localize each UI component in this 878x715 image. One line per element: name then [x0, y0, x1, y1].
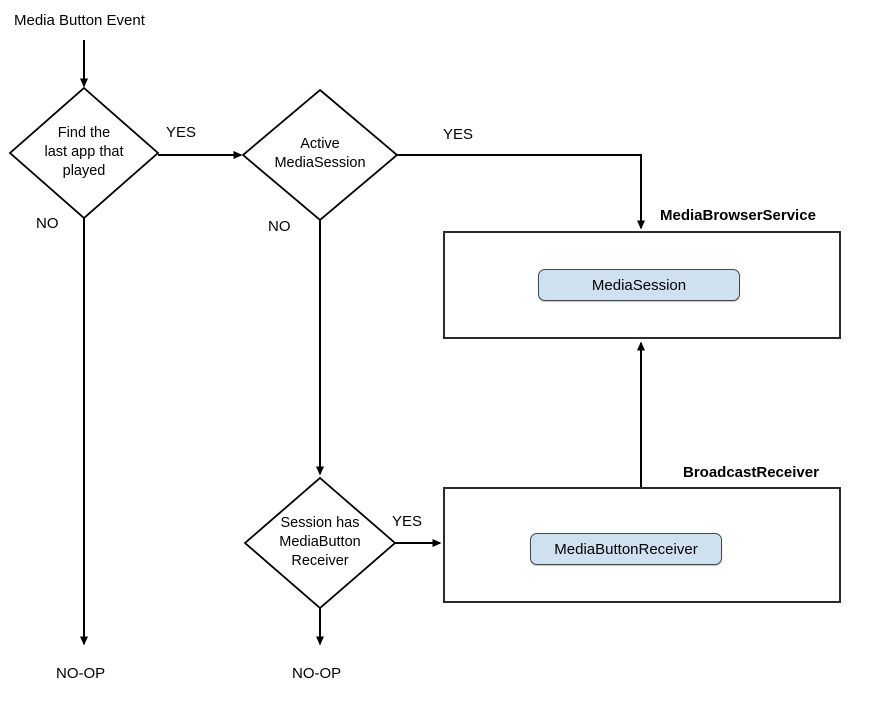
mediasession-pill[interactable]: MediaSession: [538, 269, 740, 301]
edge-label-yes-1: YES: [166, 124, 197, 141]
decision1-label: Find the last app that played: [10, 124, 158, 181]
decision1-line1: Find the: [57, 125, 111, 141]
start-label: Media Button Event: [14, 12, 145, 29]
terminal-noop-mid: NO-OP: [292, 665, 342, 682]
decision3-line3: Receiver: [291, 553, 349, 569]
decision2-line1: Active: [300, 136, 340, 152]
decision1-line3: played: [62, 163, 106, 179]
edge-decision2-yes: [397, 154, 645, 230]
edge-label-yes-2: YES: [443, 126, 474, 143]
service-box-title: MediaBrowserService: [660, 207, 816, 224]
edge-label-yes-3: YES: [392, 513, 423, 530]
decision1-line2: last app that: [44, 144, 124, 160]
edge-label-no-2: NO: [268, 218, 291, 235]
terminal-noop-left: NO-OP: [56, 665, 106, 682]
decision2-label: Active MediaSession: [243, 135, 397, 173]
decision3-line2: MediaButton: [279, 534, 361, 550]
edge-label-no-1: NO: [36, 215, 59, 232]
receiver-box-title: BroadcastReceiver: [683, 464, 819, 481]
decision3-line1: Session has: [280, 515, 360, 531]
decision3-label: Session has MediaButton Receiver: [245, 514, 395, 571]
decision2-line2: MediaSession: [274, 155, 366, 171]
mediabuttonreceiver-pill[interactable]: MediaButtonReceiver: [530, 533, 722, 565]
